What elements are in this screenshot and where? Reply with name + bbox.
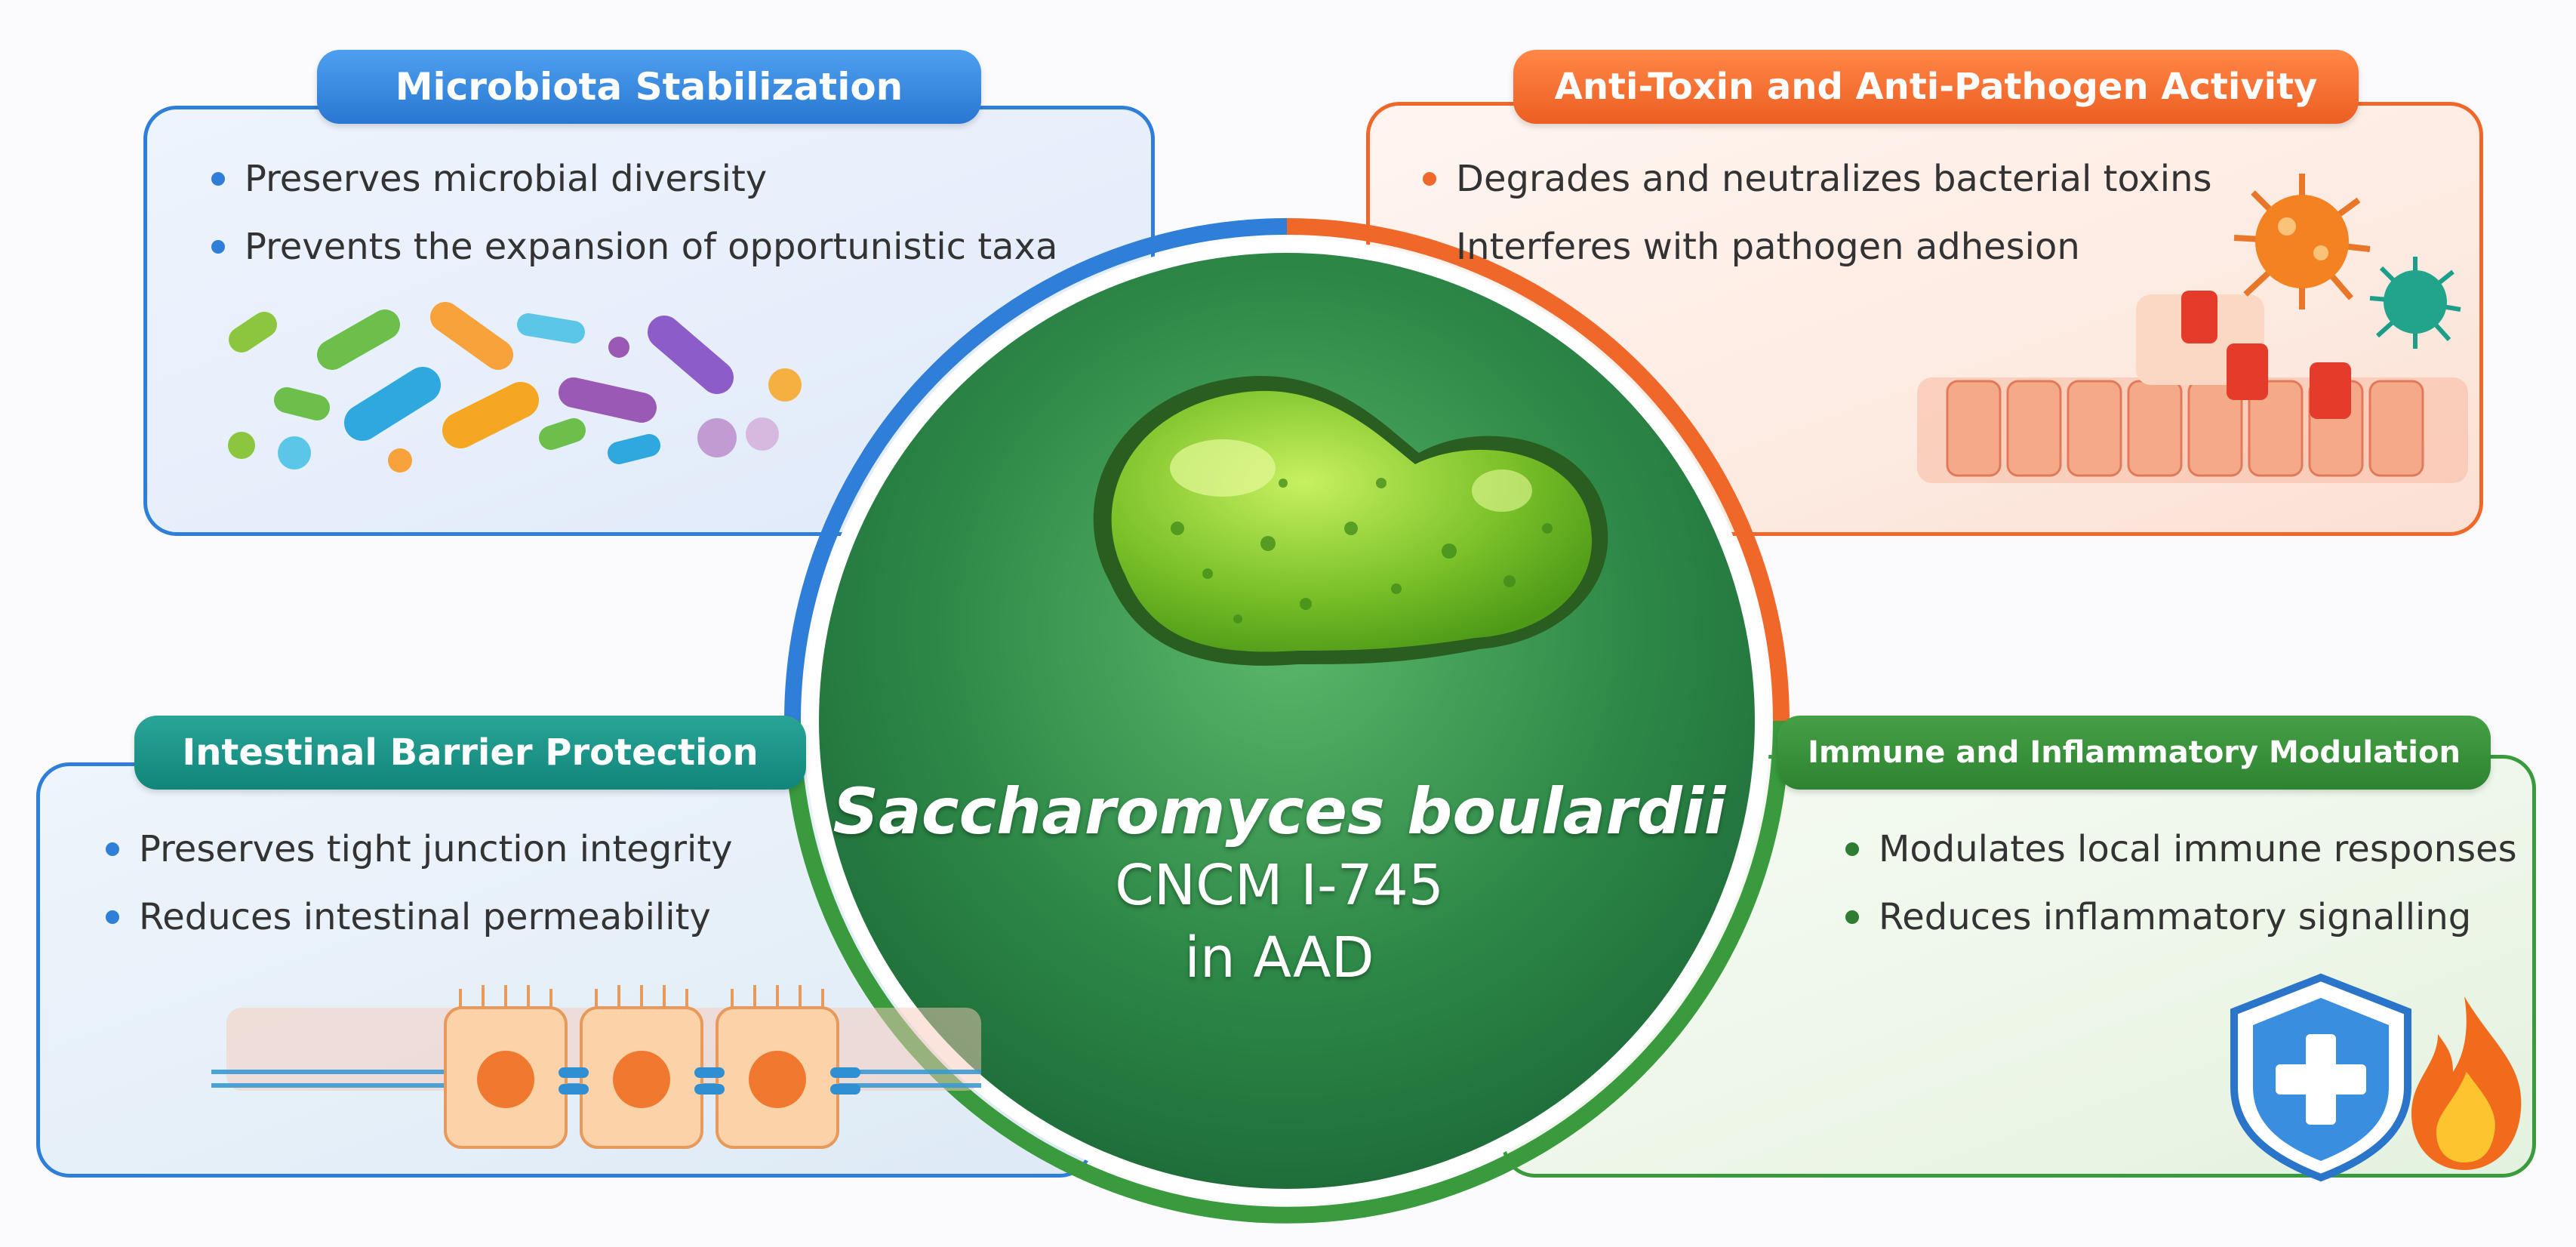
list-item: Reduces intestinal permeability [106,883,733,951]
bullet-text: Preserves microbial diversity [245,158,768,200]
center-title-organism: Saccharomyces boulardii [833,774,1726,848]
bullet-text: Preserves tight junction integrity [139,828,733,870]
bullet-dot [211,172,225,186]
list-item: Prevents the expansion of opportunistic … [211,213,1057,281]
flame-icon [2411,996,2522,1170]
list-item: Reduces inflammatory signalling [1845,883,2517,951]
bullet-text: Modulates local immune responses [1879,828,2517,870]
shield-plus-icon [2230,973,2411,1182]
center-title-strain: CNCM I-745 [1115,853,1444,918]
bacteria-cluster-icon [228,302,802,473]
bullet-text: Reduces intestinal permeability [139,896,711,938]
bullet-list-anti-toxin: Degrades and neutralizes bacterial toxin… [1423,145,2212,281]
arc-orange [1286,218,1790,722]
bullet-dot [1845,910,1859,924]
bullet-list-barrier: Preserves tight junction integrity Reduc… [106,815,733,951]
bullet-dot [211,240,225,254]
bullet-dot [106,842,119,856]
panel-title-immune: Immune and Inflammatory Modulation [1777,716,2491,790]
bullet-list-microbiota: Preserves microbial diversity Prevents t… [211,145,1057,281]
bullet-text: Degrades and neutralizes bacterial toxin… [1456,158,2212,200]
bullet-list-immune: Modulates local immune responses Reduces… [1845,815,2517,951]
epithelium-toxin-icon [1917,291,2468,483]
list-item: Degrades and neutralizes bacterial toxin… [1423,145,2212,213]
center-title-indication: in AAD [1184,925,1374,990]
list-item: Preserves microbial diversity [211,145,1057,213]
epithelial-cells-icon [211,985,981,1149]
arc-blue [784,218,1288,722]
bullet-dot [1423,240,1436,254]
bullet-dot [106,910,119,924]
arc-green [784,720,1790,1224]
list-item: Modulates local immune responses [1845,815,2517,883]
bullet-text: Prevents the expansion of opportunistic … [245,226,1058,268]
panel-title-anti-toxin: Anti-Toxin and Anti-Pathogen Activity [1513,50,2359,124]
bullet-text: Reduces inflammatory signalling [1879,896,2472,938]
list-item: Preserves tight junction integrity [106,815,733,883]
bullet-dot [1423,172,1436,186]
center-title: Saccharomyces boulardii CNCM I-745 in AA… [755,774,1804,994]
yeast-cell-icon [1093,376,1608,666]
virus-icon [2233,174,2461,349]
bullet-dot [1845,842,1859,856]
bullet-text: Interferes with pathogen adhesion [1456,226,2080,268]
list-item: Interferes with pathogen adhesion [1423,213,2212,281]
panel-title-microbiota: Microbiota Stabilization [317,50,981,124]
panel-title-barrier: Intestinal Barrier Protection [134,716,806,790]
